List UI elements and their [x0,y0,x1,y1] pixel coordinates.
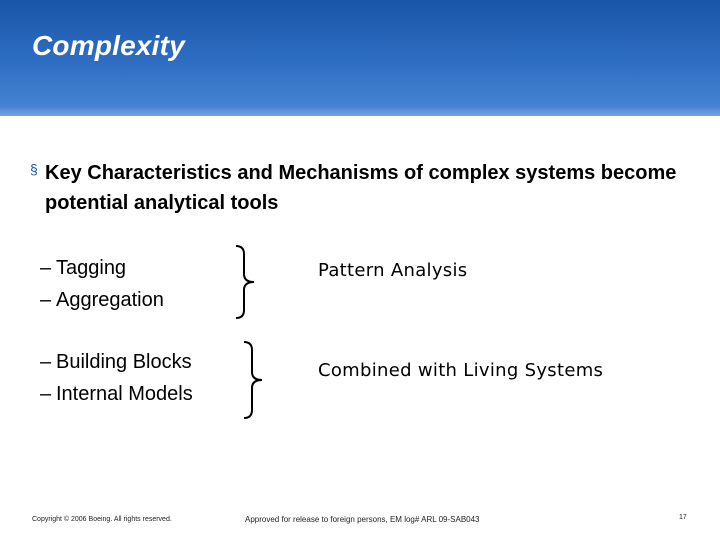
bullet-marker-icon: § [30,161,38,177]
sub-item-label: Tagging [56,257,127,279]
dash: – [40,351,52,373]
slide-title: Complexity [32,30,185,61]
title-banner: Complexity [0,0,720,116]
sub-item-label: Aggregation [56,289,164,311]
result-combined-living-systems: Combined with Living Systems [318,360,604,381]
main-bullet: § Key Characteristics and Mechanisms of … [30,158,700,218]
dash: – [40,289,52,311]
page-number: 17 [679,514,687,521]
right-brace-icon [235,245,255,319]
sub-item-aggregation: –Aggregation [40,288,164,312]
sub-item-internal-models: –Internal Models [40,382,193,406]
dash: – [40,257,52,279]
result-pattern-analysis: Pattern Analysis [318,260,468,281]
sub-item-tagging: –Tagging [40,256,126,280]
sub-item-label: Internal Models [56,383,193,405]
footer-copyright: Copyright © 2006 Boeing. All rights rese… [32,516,172,523]
right-brace-icon [243,341,263,419]
dash: – [40,383,52,405]
sub-item-label: Building Blocks [56,351,192,373]
footer-approval: Approved for release to foreign persons,… [245,515,480,524]
main-bullet-text: Key Characteristics and Mechanisms of co… [45,162,677,214]
sub-item-building-blocks: –Building Blocks [40,350,192,374]
